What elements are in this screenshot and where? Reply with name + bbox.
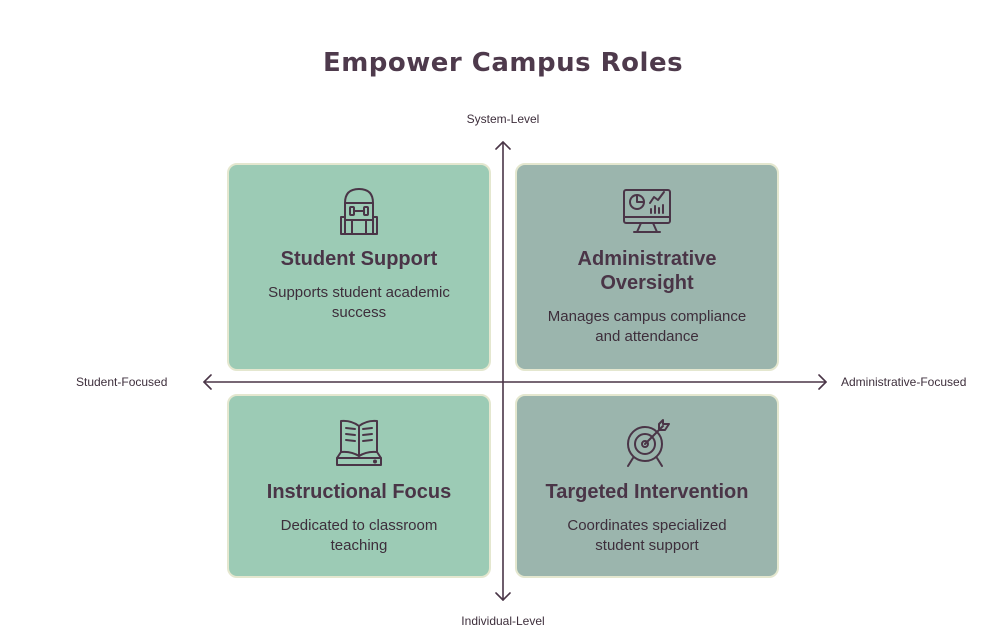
- quadrant-title: Student Support: [280, 248, 438, 270]
- arrow-down-icon: [495, 592, 511, 601]
- quadrant-title: Targeted Intervention: [545, 481, 749, 503]
- axis-label-top: System-Level: [466, 112, 540, 126]
- open-book-icon: [336, 419, 382, 466]
- quadrant-title: Instructional Focus: [266, 481, 452, 503]
- target-arrow-icon: [627, 419, 670, 467]
- quadrant-administrative-oversight: Administrative Oversight Manages campus …: [515, 163, 779, 371]
- arrow-right-icon: [818, 374, 827, 390]
- arrow-left-icon: [203, 374, 212, 390]
- axis-label-left: Student-Focused: [76, 375, 168, 389]
- axis-label-right: Administrative-Focused: [841, 375, 967, 389]
- arrow-up-icon: [495, 141, 511, 150]
- axis-label-bottom: Individual-Level: [461, 614, 545, 628]
- quadrant-student-support: Student Support Supports student academi…: [227, 163, 491, 371]
- quadrant-description: Coordinates specialized student support: [567, 517, 727, 554]
- quadrant-description: Supports student academic success: [268, 284, 450, 321]
- quadrant-description: Manages campus compliance and attendance: [547, 308, 747, 345]
- analytics-monitor-icon: [623, 189, 671, 233]
- backpack-icon: [340, 188, 378, 235]
- quadrant-instructional-focus: Instructional Focus Dedicated to classro…: [227, 394, 491, 578]
- quadrant-title: Administrative Oversight: [577, 248, 717, 294]
- quadrant-description: Dedicated to classroom teaching: [280, 517, 438, 554]
- diagram-title: Empower Campus Roles: [322, 48, 684, 78]
- quadrant-targeted-intervention: Targeted Intervention Coordinates specia…: [515, 394, 779, 578]
